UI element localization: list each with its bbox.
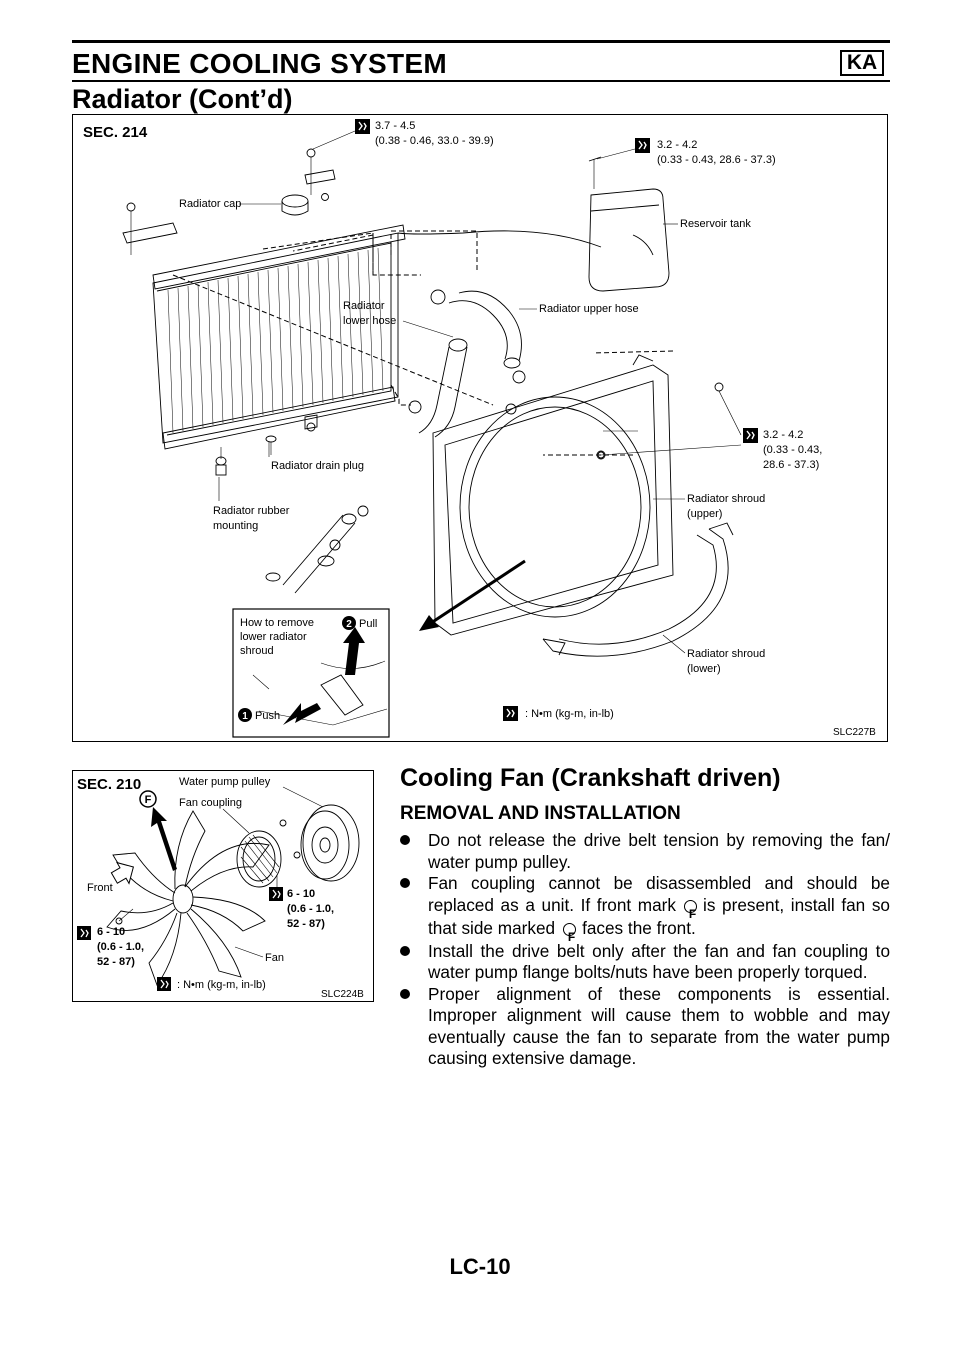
- fan-label: Fan: [265, 952, 284, 964]
- inset-title-line1: How to remove: [240, 617, 314, 629]
- shroud-removal-inset: [232, 608, 390, 738]
- torque-spec-detail: (0.38 - 0.46, 33.0 - 39.9): [375, 135, 494, 147]
- mounting-bracket-drawing: [122, 148, 336, 255]
- drain-plug-label: Radiator drain plug: [271, 460, 364, 472]
- water-pump-pulley-drawing: [279, 786, 360, 882]
- shroud-upper-label-line2: (upper): [687, 508, 722, 520]
- torque-spec-detail: (0.33 - 0.43, 28.6 - 37.3): [657, 154, 776, 166]
- water-pump-pulley-label: Water pump pulley: [179, 776, 271, 788]
- bullet-text: Fan coupling cannot be disassembled and …: [428, 873, 890, 915]
- torque-wrench-icon: [502, 705, 519, 722]
- torque-spec-detail: (0.6 - 1.0,: [97, 941, 144, 953]
- fan-coupling-label: Fan coupling: [179, 797, 242, 809]
- front-mark-icon: F: [561, 922, 577, 944]
- front-mark-letter: F: [567, 929, 576, 944]
- page-number: LC-10: [449, 1254, 511, 1279]
- list-item: Proper alignment of these components is …: [400, 984, 890, 1070]
- reservoir-tank-label: Reservoir tank: [680, 218, 751, 230]
- lower-hose-label-line1: Radiator: [343, 300, 385, 312]
- inset-push-label: Push: [255, 710, 280, 722]
- step1-number: 1: [242, 711, 248, 722]
- torque-wrench-icon: [354, 118, 371, 135]
- page-subtitle: Radiator (Cont’d): [72, 84, 293, 114]
- header-middle-rule: [72, 80, 890, 82]
- front-mark-letter: F: [688, 906, 697, 921]
- bullet-icon: [400, 988, 410, 999]
- unit-legend: : N•m (kg-m, in-lb): [525, 708, 614, 720]
- torque-wrench-icon: [634, 137, 651, 154]
- radiator-cap-drawing: [281, 194, 309, 216]
- list-item: Fan coupling cannot be disassembled and …: [400, 873, 890, 944]
- torque-spec-value: 6 - 10: [287, 888, 315, 900]
- torque-spec-value: 6 - 10: [97, 926, 125, 938]
- procedure-list: Do not release the drive belt tension by…: [400, 830, 890, 1070]
- torque-spec-value: 3.2 - 4.2: [763, 429, 803, 441]
- shroud-lower-label-line2: (lower): [687, 663, 721, 675]
- torque-wrench-icon: [742, 427, 759, 444]
- bullet-text: is present, install fan so that side mar…: [428, 894, 890, 938]
- section-title: Cooling Fan (Crankshaft driven): [400, 764, 781, 792]
- torque-spec-detail: 28.6 - 37.3): [763, 459, 819, 471]
- page-header-title: ENGINE COOLING SYSTEM: [72, 48, 448, 79]
- bullet-text: faces the front.: [582, 917, 696, 938]
- upper-hose-label: Radiator upper hose: [539, 303, 639, 315]
- cooling-fan-diagram: SEC. 210 F Water pump pulley Fan couplin…: [72, 770, 374, 1002]
- rubber-mounting-label-line2: mounting: [213, 520, 258, 532]
- section-subtitle: REMOVAL AND INSTALLATION: [400, 803, 681, 824]
- radiator-core-drawing: [152, 224, 406, 450]
- figure-code: SLC224B: [321, 989, 364, 1000]
- torque-spec-detail: (0.6 - 1.0,: [287, 903, 334, 915]
- detail-pointer-arrow: [419, 559, 526, 631]
- reservoir-tank-drawing: [397, 156, 670, 292]
- bullet-text: Install the drive belt only after the fa…: [428, 940, 890, 983]
- torque-spec-detail: 52 - 87): [97, 956, 135, 968]
- torque-wrench-icon: [156, 976, 172, 992]
- shroud-upper-label-line1: Radiator shroud: [687, 493, 765, 505]
- front-mark-icon: [139, 790, 157, 808]
- radiator-shroud-upper-drawing: [432, 354, 674, 636]
- list-item: Do not release the drive belt tension by…: [400, 830, 890, 873]
- torque-spec-detail: 52 - 87): [287, 918, 325, 930]
- oil-cooler-hose-drawing: [265, 505, 369, 594]
- torque-spec-value: 3.7 - 4.5: [375, 120, 415, 132]
- inset-title-line2: lower radiator: [240, 631, 307, 643]
- rubber-mounting-drawing: [215, 447, 227, 476]
- shroud-lower-label-line1: Radiator shroud: [687, 648, 765, 660]
- sec-210-label: SEC. 210: [77, 776, 141, 793]
- torque-spec-detail: (0.33 - 0.43,: [763, 444, 822, 456]
- radiator-lower-hose-drawing: [408, 338, 468, 438]
- radiator-shroud-lower-drawing: [542, 522, 734, 657]
- torque-wrench-icon: [76, 925, 92, 941]
- radiator-upper-hose-drawing: [430, 289, 526, 384]
- bullet-text: Proper alignment of these components is …: [428, 983, 890, 1069]
- torque-wrench-icon: [268, 886, 284, 902]
- step2-number: 2: [346, 619, 352, 630]
- engine-model-badge: KA: [840, 50, 884, 76]
- front-direction-arrow: [110, 861, 135, 885]
- front-arrow: [151, 807, 177, 871]
- inset-title-line3: shroud: [240, 645, 274, 657]
- list-item: Install the drive belt only after the fa…: [400, 941, 890, 984]
- figure-code: SLC227B: [833, 727, 876, 738]
- sec-214-label: SEC. 214: [83, 124, 148, 141]
- radiator-cap-label: Radiator cap: [179, 198, 241, 210]
- bullet-text: Do not release the drive belt tension by…: [428, 830, 890, 872]
- lower-hose-label-line2: lower hose: [343, 315, 396, 327]
- unit-legend: : N•m (kg-m, in-lb): [177, 979, 266, 991]
- cooling-fan-drawing: [106, 810, 270, 986]
- bullet-icon: [400, 878, 410, 888]
- inset-pull-label: Pull: [359, 618, 377, 630]
- front-mark-icon: F: [682, 899, 697, 921]
- torque-spec-value: 3.2 - 4.2: [657, 139, 697, 151]
- radiator-exploded-diagram: SEC. 214 3.7 - 4.5 (0.38 - 0.46, 33.0 - …: [72, 114, 888, 742]
- front-mark-letter: F: [145, 794, 152, 806]
- bullet-icon: [400, 835, 410, 845]
- drain-plug-drawing: [265, 414, 318, 455]
- header-top-rule: [72, 40, 890, 43]
- front-label: Front: [87, 882, 113, 894]
- rubber-mounting-label-line1: Radiator rubber: [213, 505, 290, 517]
- bullet-icon: [400, 945, 410, 956]
